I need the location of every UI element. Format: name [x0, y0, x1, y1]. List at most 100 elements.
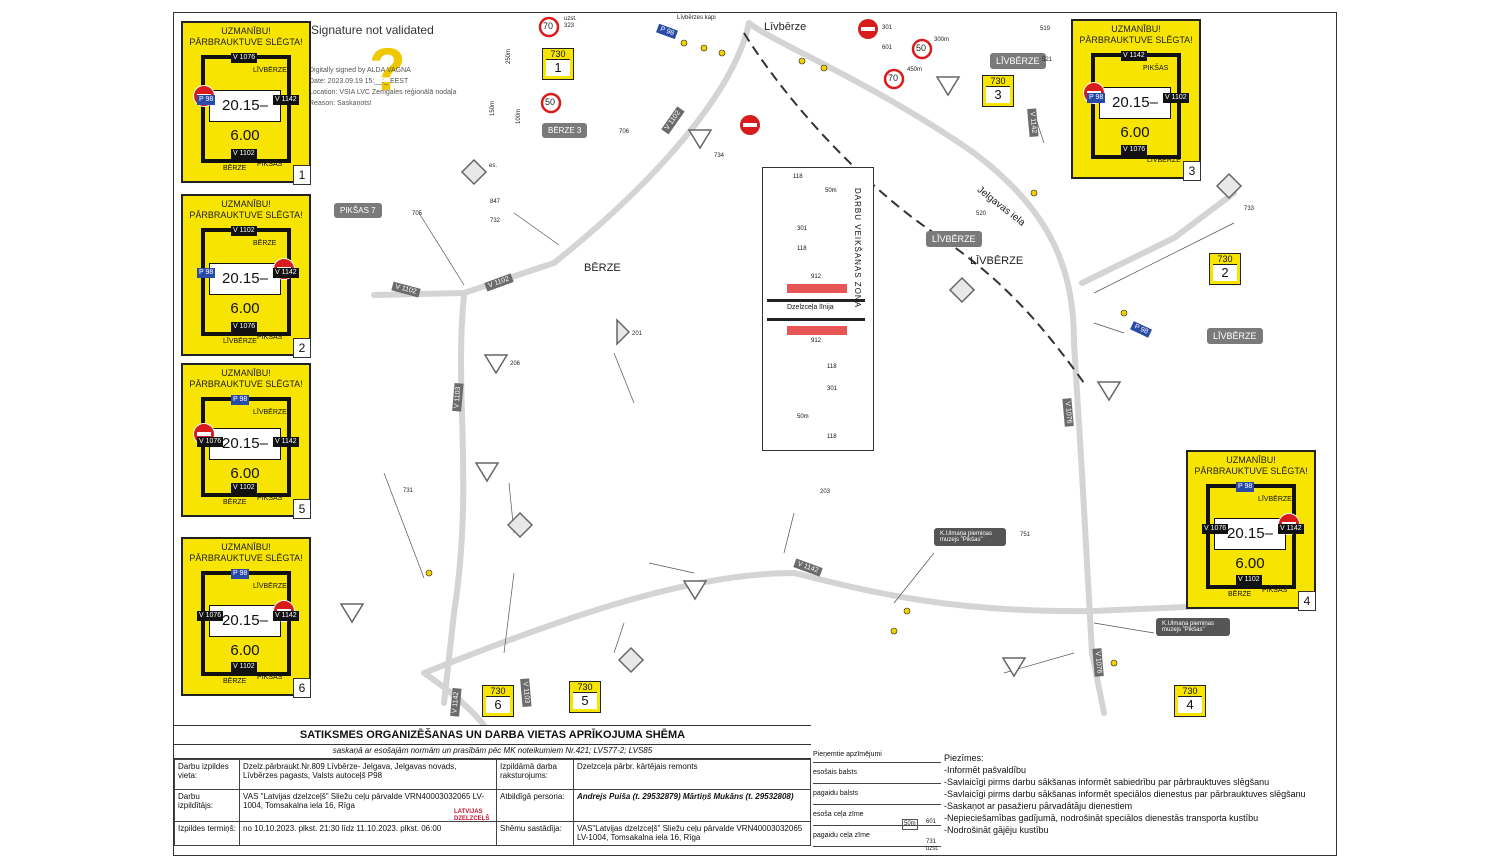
code-706: 706	[619, 129, 630, 135]
code-847: 847	[490, 199, 501, 205]
road-map	[339, 16, 1277, 725]
card-road-tag: V 1142	[1121, 51, 1147, 61]
note-1: -Informēt pašvaldību	[944, 765, 1027, 775]
road-east	[1079, 190, 1237, 286]
code-519: 519	[1040, 26, 1051, 32]
road-v1103	[441, 292, 467, 706]
dist-100: 100m	[516, 108, 523, 125]
place-livberze: LĪVBĒRZE	[970, 255, 1024, 267]
legend-sample-4: uzst.	[926, 846, 939, 852]
speed-70-b: 70	[888, 73, 899, 83]
card-road-tag: V 1102	[231, 149, 257, 159]
card-number: 1	[293, 165, 311, 185]
town-sign-1: LĪVBĒRZE	[990, 53, 1046, 69]
legend-item-2: pagaidu balsts	[813, 784, 941, 805]
wz-code-4: 912	[811, 274, 822, 280]
card-place-label: PIKŠAS	[257, 674, 283, 681]
note-6: -Nodrošināt gājēju kustību	[944, 825, 1049, 835]
card-road-tag: V 1142	[273, 437, 299, 447]
town-sign-3: LĪVBĒRZE	[1207, 328, 1263, 344]
speed-50-a: 50	[545, 97, 556, 107]
code-601: 601	[882, 45, 893, 51]
code-705: 705	[412, 211, 423, 217]
direction-sign-berze: BĒRZE 3	[542, 123, 588, 138]
card-place-label: PIKŠAS	[257, 334, 283, 341]
card-title-1: UZMANĪBU!	[221, 26, 271, 36]
legend: Pieņemtie apzīmējumi esošais balsts paga…	[813, 748, 941, 847]
road-p98	[746, 20, 1107, 716]
note-5: -Nepieciešamības gadījumā, nodrošināt sp…	[944, 813, 1259, 823]
code-206: 206	[510, 361, 521, 367]
direction-sign-museum-2: K.Ulmaņa piemiņas muzejs "Pikšas"	[1156, 618, 1230, 636]
legend-item-4: pagaidu ceļa zīme	[813, 826, 941, 847]
card-title-1: UZMANĪBU!	[1226, 455, 1276, 465]
rail-line-bottom	[767, 318, 865, 321]
card-time: 20.15–6.00	[209, 90, 281, 144]
card-number: 5	[293, 499, 311, 519]
wz-code-8: 118	[827, 434, 837, 440]
card-road-tag: P 98	[1087, 93, 1106, 103]
row3-value2: VAS"Latvijas dzelzceļš" Sliežu ceļu pārv…	[573, 821, 811, 846]
card-time: 20.15–6.00	[209, 263, 281, 317]
wz-code-1: 118	[793, 174, 803, 180]
code-301: 301	[882, 25, 893, 31]
signature-title: Signature not validated	[311, 23, 434, 37]
card-road-tag: V 1142	[1278, 524, 1304, 534]
code-203: 203	[820, 489, 831, 495]
legend-item-1: esošais balsts	[813, 763, 941, 784]
signature-line-3: Location: VSIA LVC Zemgales reģionālā no…	[309, 89, 457, 96]
title-block-title: SATIKSMES ORGANIZĒŠANAS UN DARBA VIETAS …	[174, 725, 811, 745]
wz-dist-top: 50m	[825, 188, 837, 194]
card-number: 4	[1298, 591, 1316, 611]
note-3: -Savlaicīgi pirms darbu sākšanas informē…	[944, 789, 1306, 799]
card-place-label: BĒRZE	[253, 240, 277, 247]
card-road-tag: P 98	[197, 268, 216, 278]
direction-sign-piksas: PIKŠAS 7	[334, 203, 382, 218]
speed-signs	[538, 16, 933, 114]
notes-title: Piezīmes:	[944, 753, 984, 763]
row2-key2: Atbildīgā persona:	[496, 789, 574, 822]
card-number: 6	[293, 678, 311, 698]
card-title-2: PĀRBRAUKTUVE SLĒGTA!	[189, 210, 303, 220]
wz-code-3: 118	[797, 246, 807, 252]
code-521: 521	[1042, 57, 1053, 63]
card-place-label: LĪVBĒRZE	[253, 583, 287, 590]
card-time: 20.15–6.00	[1099, 87, 1171, 141]
legend-sample-1: 50m	[902, 819, 918, 830]
card-place-label: PIKŠAS	[1143, 65, 1169, 72]
code-731: 731	[403, 488, 414, 494]
card-place-label: PIKŠAS	[1262, 587, 1288, 594]
title-block-subtitle: saskaņā ar esošajām normām un prasībām p…	[174, 744, 811, 759]
place-berze: BĒRZE	[584, 262, 621, 274]
card-road-tag: V 1102	[231, 662, 257, 672]
card-road-tag: V 1142	[273, 95, 299, 105]
card-road-tag: V 1142	[273, 268, 299, 278]
card-place-label: LĪVBĒRZE	[253, 67, 287, 74]
rail-line-top	[767, 299, 865, 302]
card-title-2: PĀRBRAUKTUVE SLĒGTA!	[189, 379, 303, 389]
wz-dist-bottom: 50m	[797, 414, 809, 420]
signature-question-icon: ?	[369, 36, 406, 103]
row2-value2: Andrejs Puiša (t. 29532879) Mārtiņš Mukā…	[573, 789, 811, 822]
brand-line-1: LATVIJAS	[454, 809, 483, 815]
code-751: 751	[1020, 532, 1031, 538]
dist-450: 450m	[907, 67, 923, 73]
road-v1102-north	[371, 20, 752, 298]
direction-sign-museum-1: K.Ulmaņa piemiņas muzejs "Pikšas"	[934, 528, 1006, 546]
barrier-912-top	[787, 284, 847, 293]
signature-line-2: Date: 2023.09.19 15:__:_ EEST	[309, 78, 409, 85]
card-road-tag: V 1102	[231, 226, 257, 236]
card-time: 20.15–6.00	[209, 604, 281, 659]
card-time: 20.15–6.00	[209, 428, 281, 482]
barrier-912-bottom	[787, 326, 847, 335]
card-place-label: PIKŠAS	[257, 161, 283, 168]
card-place-label: PIKŠAS	[257, 495, 283, 502]
dist-300: 300m	[934, 37, 950, 43]
code-734: 734	[714, 153, 725, 159]
leader-lines	[383, 112, 1235, 674]
